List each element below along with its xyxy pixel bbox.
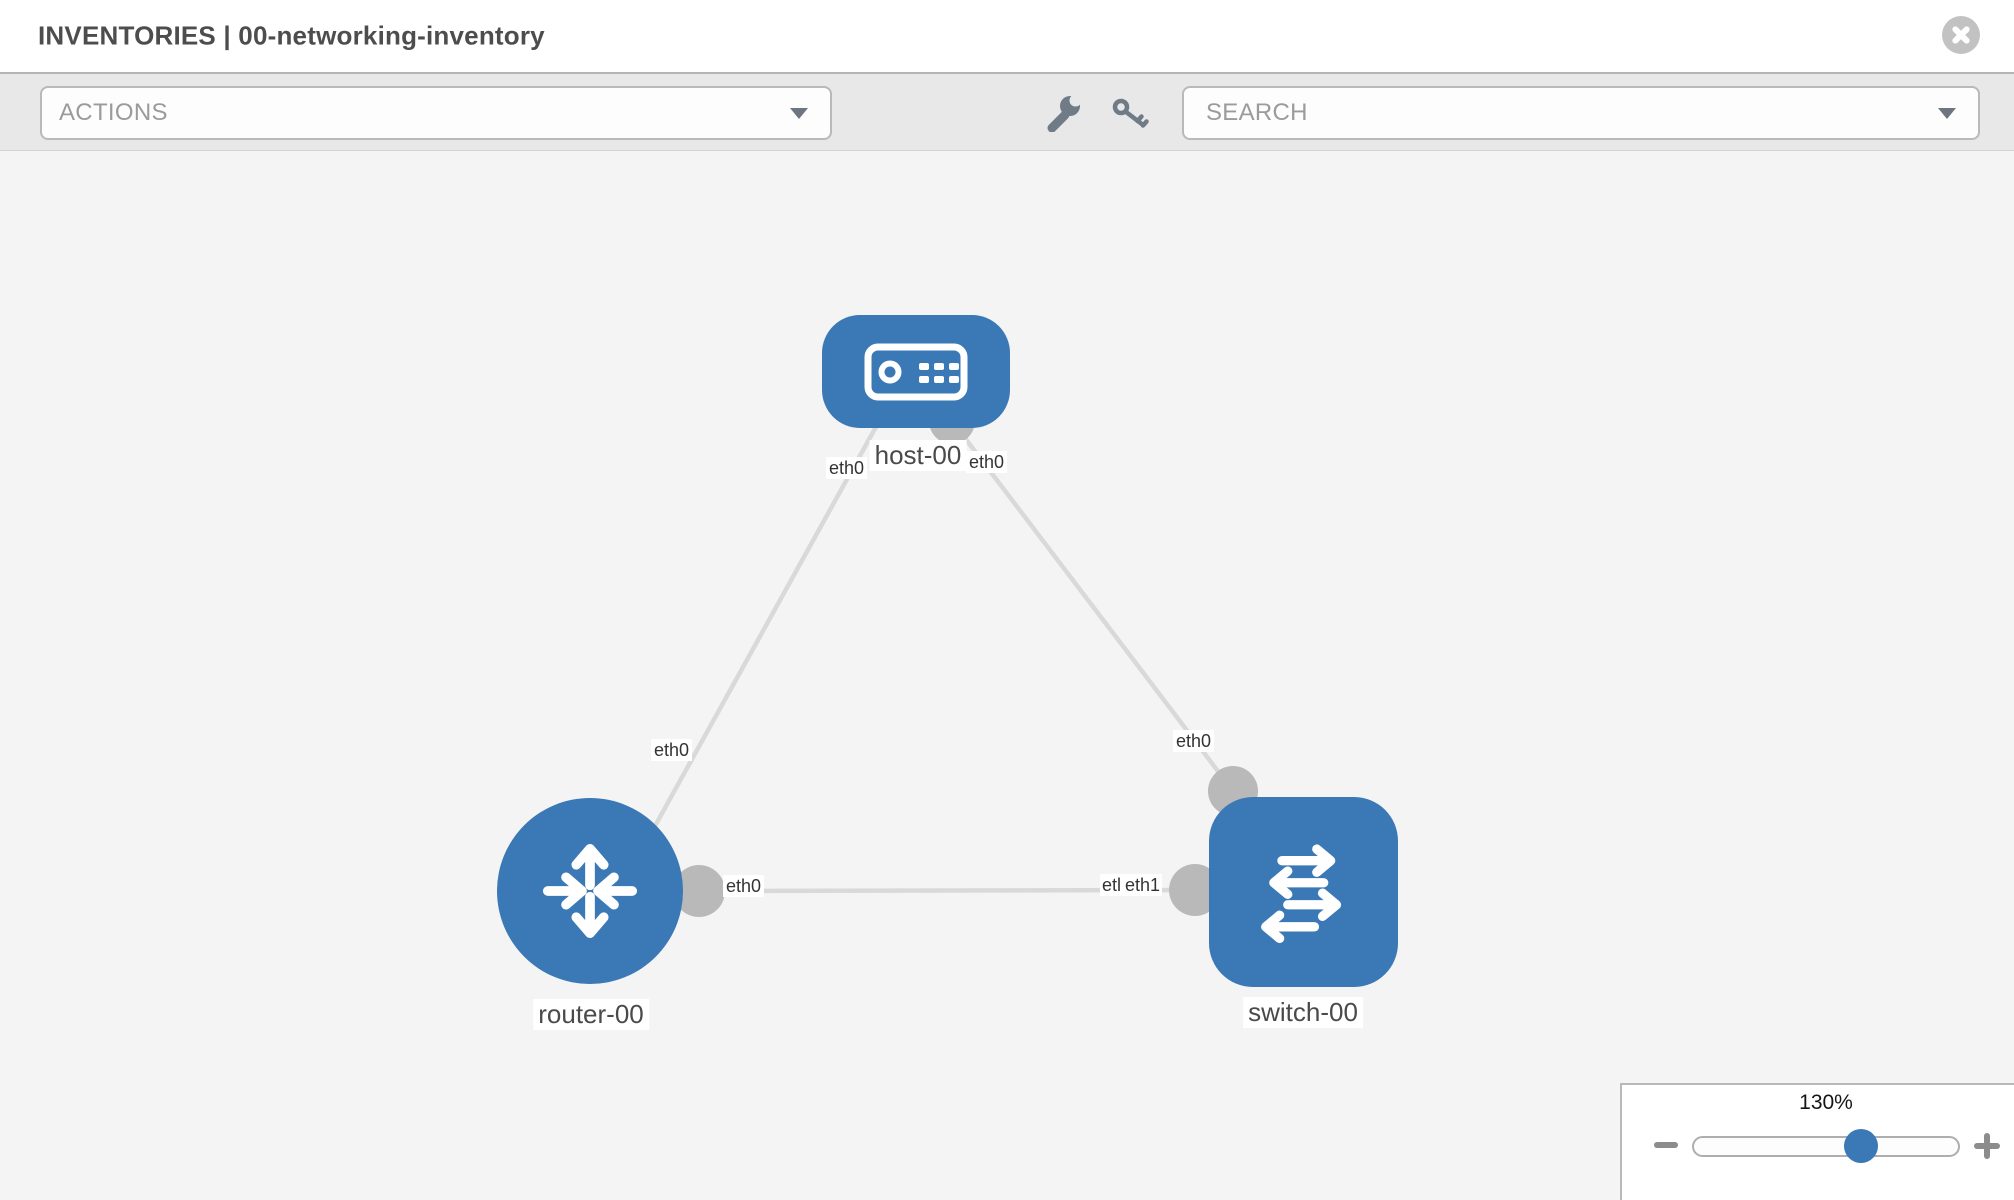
node-label-host: host-00 bbox=[869, 440, 967, 471]
connector-switch-left bbox=[1169, 864, 1221, 916]
chevron-down-icon bbox=[1938, 108, 1956, 119]
toolbar: ACTIONS SEARCH bbox=[0, 74, 2014, 151]
wrench-icon[interactable] bbox=[1044, 94, 1084, 132]
node-switch-00[interactable] bbox=[1209, 797, 1398, 987]
link-host-router[interactable] bbox=[653, 423, 879, 828]
port-label-router-to-switch: eth0 bbox=[723, 875, 765, 897]
port-label-router-to-host: eth0 bbox=[651, 739, 693, 761]
port-label-clipped: etl bbox=[1100, 874, 1124, 896]
actions-dropdown[interactable]: ACTIONS bbox=[40, 86, 832, 140]
chevron-down-icon bbox=[790, 108, 808, 119]
close-button[interactable] bbox=[1942, 16, 1980, 54]
page-title: INVENTORIES | 00-networking-inventory bbox=[38, 20, 545, 51]
zoom-slider-thumb[interactable] bbox=[1844, 1129, 1879, 1163]
node-label-router: router-00 bbox=[533, 999, 649, 1030]
server-icon bbox=[864, 343, 968, 400]
port-label-host-to-switch: eth0 bbox=[966, 451, 1008, 473]
connector-router-right bbox=[673, 865, 725, 917]
zoom-in-button[interactable] bbox=[1974, 1133, 2000, 1159]
router-arrows-icon bbox=[542, 843, 638, 939]
search-dropdown[interactable]: SEARCH bbox=[1182, 86, 1980, 140]
key-icon[interactable] bbox=[1112, 98, 1150, 128]
zoom-panel: 130% bbox=[1620, 1083, 2014, 1200]
node-host-00[interactable] bbox=[822, 315, 1010, 428]
topology-canvas[interactable]: host-00 router-00 switch-00 eth0 eth0 et… bbox=[0, 151, 2014, 1200]
port-label-switch-to-router-group: etl eth1 bbox=[1100, 874, 1163, 896]
header: INVENTORIES | 00-networking-inventory bbox=[0, 0, 2014, 74]
zoom-slider-track[interactable] bbox=[1692, 1136, 1960, 1157]
link-host-switch[interactable] bbox=[950, 419, 1235, 793]
node-router-00[interactable] bbox=[497, 798, 683, 984]
zoom-level-value: 130% bbox=[1799, 1091, 1853, 1114]
port-label-switch-to-host: eth0 bbox=[1173, 730, 1215, 752]
port-label-switch-to-router: eth1 bbox=[1123, 874, 1163, 896]
plus-icon bbox=[1984, 1133, 1990, 1159]
node-label-switch: switch-00 bbox=[1243, 997, 1363, 1028]
links-layer bbox=[653, 398, 1258, 917]
switch-arrows-icon bbox=[1260, 844, 1341, 944]
actions-dropdown-label: ACTIONS bbox=[59, 99, 168, 126]
search-placeholder: SEARCH bbox=[1206, 99, 1308, 126]
zoom-out-button[interactable] bbox=[1654, 1142, 1678, 1148]
port-label-host-to-router: eth0 bbox=[826, 457, 868, 479]
